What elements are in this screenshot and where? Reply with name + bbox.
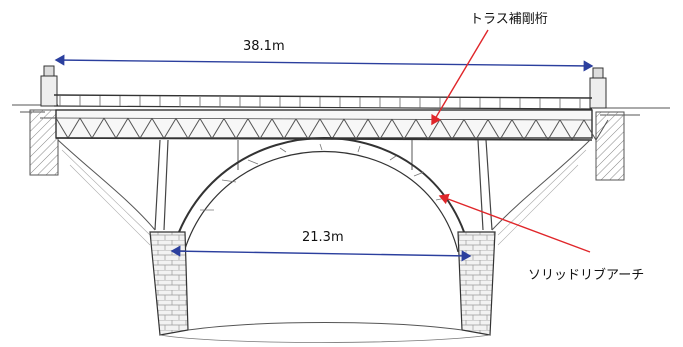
arch-span-dimension: 21.3m [170, 230, 472, 262]
piers [154, 139, 493, 231]
arch-callout: ソリッドリブアーチ [438, 193, 644, 283]
truss-girder [55, 109, 609, 141]
overall-span-dimension: 38.1m [54, 39, 594, 72]
arch-callout-label: ソリッドリブアーチ [528, 267, 644, 283]
left-abutment [149, 231, 189, 336]
truss-callout: トラス補剛桁 [431, 12, 548, 126]
railing [53, 94, 593, 110]
overall-span-label: 38.1m [243, 39, 285, 54]
ground-line [187, 322, 463, 331]
right-lamp-post [589, 67, 607, 109]
arch-span-label: 21.3m [302, 230, 344, 245]
left-lamp-post [40, 65, 58, 107]
side-slopes [57, 139, 591, 246]
foundation-line [159, 334, 491, 343]
left-bank [12, 104, 59, 176]
right-bank [595, 107, 670, 181]
truss-callout-label: トラス補剛桁 [470, 12, 548, 27]
right-abutment [457, 231, 496, 336]
